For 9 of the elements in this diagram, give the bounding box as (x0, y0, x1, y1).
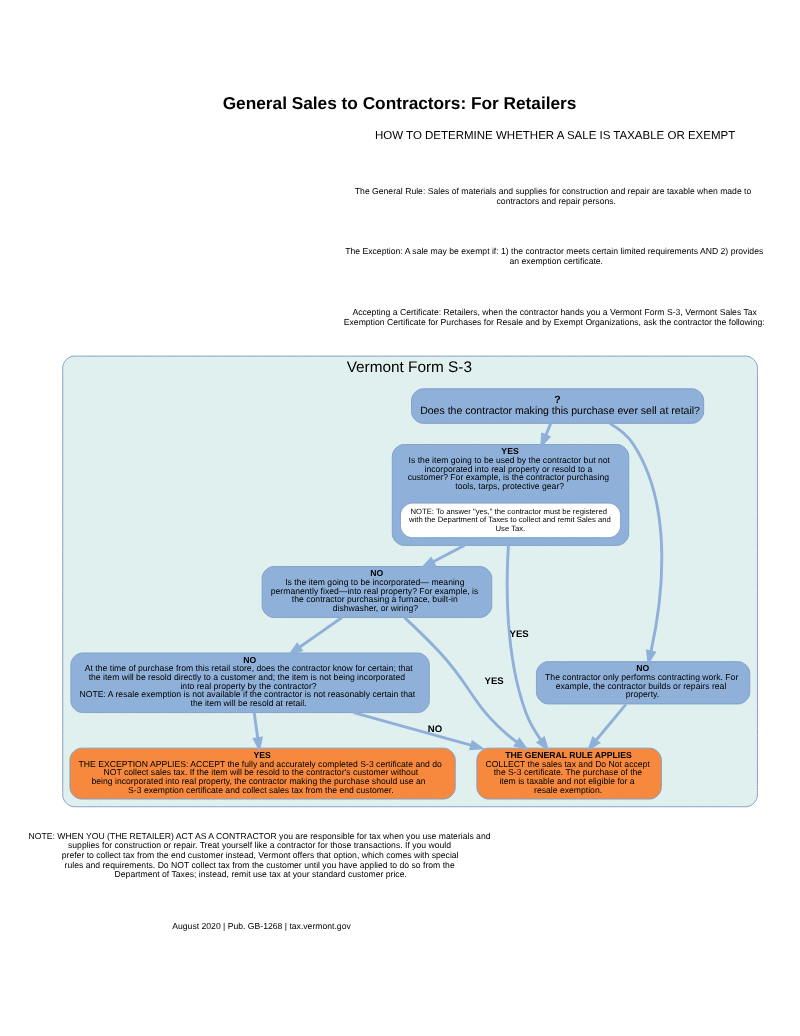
arrow (252, 712, 263, 753)
arrow (586, 703, 628, 752)
arrow (420, 544, 466, 569)
arrow (505, 545, 550, 752)
arrow (609, 422, 664, 666)
diagram-title: General Sales to Contractors: For Retailers (222, 92, 577, 113)
arrow (353, 711, 486, 751)
arrow (403, 616, 529, 751)
arrow (287, 616, 343, 656)
